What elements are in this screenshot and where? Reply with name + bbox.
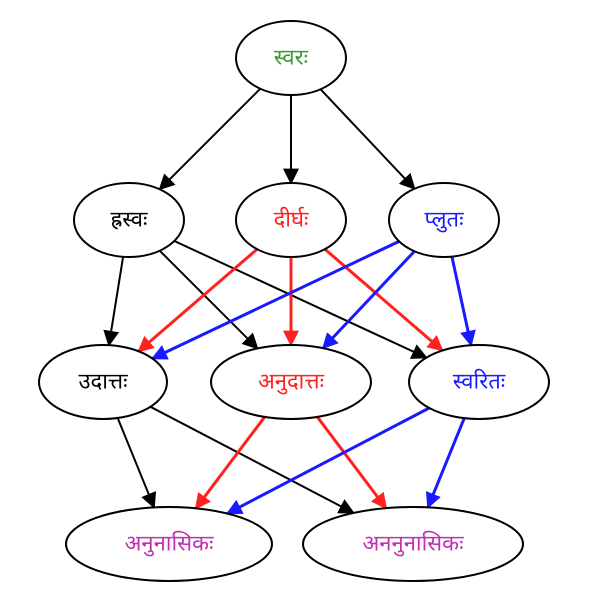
nodes-layer: स्वरः ह्रस्वः दीर्घः प्लुतः उदात्तः अनुद… bbox=[38, 20, 550, 582]
edge-svarita-to-ananunasika bbox=[425, 417, 466, 509]
node-hrasva-label: ह्रस्वः bbox=[111, 208, 148, 233]
edge-dirgha-to-svarita bbox=[323, 248, 444, 352]
edge-pluta-to-anudatta bbox=[321, 250, 416, 350]
edge-anudatta-to-ananunasika bbox=[316, 416, 388, 510]
edge-svara-to-hrasva bbox=[158, 87, 262, 191]
edges-layer bbox=[103, 87, 476, 515]
edge-hrasva-to-svarita bbox=[173, 240, 428, 359]
node-udatta: उदात्तः bbox=[38, 344, 168, 420]
edge-svarita-to-anunasika bbox=[225, 406, 430, 515]
node-svarita: स्वरितः bbox=[408, 344, 550, 420]
node-ananunasika-label: अननुनासिकः bbox=[362, 531, 464, 557]
node-ananunasika: अननुनासिकः bbox=[302, 506, 524, 582]
node-dirgha-label: दीर्घः bbox=[274, 207, 309, 233]
node-udatta-label: उदात्तः bbox=[78, 370, 128, 395]
node-pluta-label: प्लुतः bbox=[424, 208, 464, 233]
edge-udatta-to-ananunasika bbox=[150, 405, 355, 514]
edge-pluta-to-svarita bbox=[450, 256, 476, 347]
edge-pluta-to-udatta bbox=[151, 239, 400, 360]
node-svara-label: स्वरः bbox=[274, 46, 309, 71]
node-dirgha: दीर्घः bbox=[235, 182, 347, 258]
edge-svara-to-pluta bbox=[319, 88, 416, 190]
node-hrasva: ह्रस्वः bbox=[73, 182, 185, 258]
edge-dirgha-to-udatta bbox=[137, 248, 259, 353]
edge-anudatta-to-anunasika bbox=[194, 416, 266, 510]
edge-udatta-to-anunasika bbox=[116, 417, 157, 509]
node-anunasika: अनुनासिकः bbox=[65, 506, 273, 582]
node-svarita-label: स्वरितः bbox=[453, 369, 506, 395]
node-pluta: प्लुतः bbox=[388, 182, 500, 258]
edge-hrasva-to-anudatta bbox=[158, 249, 259, 350]
node-anunasika-label: अनुनासिकः bbox=[125, 531, 214, 557]
edge-hrasva-to-udatta bbox=[103, 256, 125, 347]
node-anudatta: अनुदात्तः bbox=[210, 344, 372, 420]
node-anudatta-label: अनुदात्तः bbox=[258, 370, 325, 395]
node-svara: स्वरः bbox=[235, 20, 347, 96]
